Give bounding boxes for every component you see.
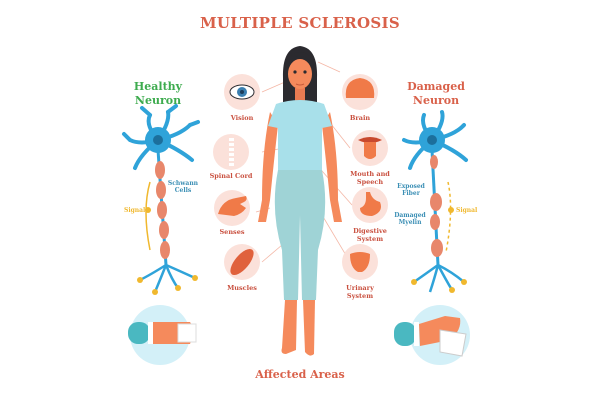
right-organ-icons bbox=[342, 74, 388, 280]
healthy-title-line1: Healthy bbox=[133, 80, 183, 93]
healthy-neuron-title: Healthy Neuron bbox=[128, 80, 188, 108]
organ-label-vision: Vision bbox=[230, 114, 254, 122]
organ-label-digestive: Digestive System bbox=[335, 227, 405, 243]
digestive-line2: System bbox=[356, 235, 384, 243]
damaged-neuron-title: Damaged Neuron bbox=[404, 80, 468, 108]
schwann-cells-label: Schwann Cells bbox=[166, 180, 200, 194]
mouth-line1: Mouth and bbox=[350, 170, 390, 178]
mouth-line2: Speech bbox=[356, 178, 384, 186]
organ-label-urinary: Urinary System bbox=[325, 284, 395, 300]
healthy-neuron bbox=[122, 104, 200, 365]
healthy-title-line2: Neuron bbox=[134, 94, 182, 107]
digestive-line1: Digestive bbox=[353, 227, 387, 235]
damaged-line2: Myelin bbox=[398, 219, 422, 226]
page-title: MULTIPLE SCLEROSIS bbox=[199, 14, 401, 32]
damaged-myelin-label: Damaged Myelin bbox=[392, 212, 428, 226]
damaged-signal-label: Signal bbox=[456, 207, 478, 214]
exposed-line1: Exposed bbox=[397, 183, 425, 190]
schwann-line1: Schwann bbox=[167, 180, 199, 187]
organ-label-spinal-cord: Spinal Cord bbox=[209, 172, 253, 180]
schwann-line2: Cells bbox=[174, 187, 192, 194]
left-organ-icons bbox=[213, 74, 260, 280]
healthy-signal-label: Signal bbox=[124, 207, 146, 214]
organ-label-mouth-speech: Mouth and Speech bbox=[335, 170, 405, 186]
damaged-neuron bbox=[394, 110, 470, 365]
organ-label-muscles: Muscles bbox=[227, 284, 257, 292]
exposed-line2: Fiber bbox=[402, 190, 420, 197]
organ-label-brain: Brain bbox=[349, 114, 371, 122]
damaged-title-line2: Neuron bbox=[412, 94, 460, 107]
urinary-line1: Urinary bbox=[346, 284, 374, 292]
exposed-fiber-label: Exposed Fiber bbox=[394, 183, 428, 197]
damaged-title-line1: Damaged bbox=[407, 80, 465, 93]
woman-figure bbox=[258, 46, 342, 356]
damaged-line1: Damaged bbox=[394, 212, 426, 219]
organ-label-senses: Senses bbox=[219, 228, 245, 236]
affected-areas-caption: Affected Areas bbox=[255, 368, 345, 381]
urinary-line2: System bbox=[346, 292, 374, 300]
